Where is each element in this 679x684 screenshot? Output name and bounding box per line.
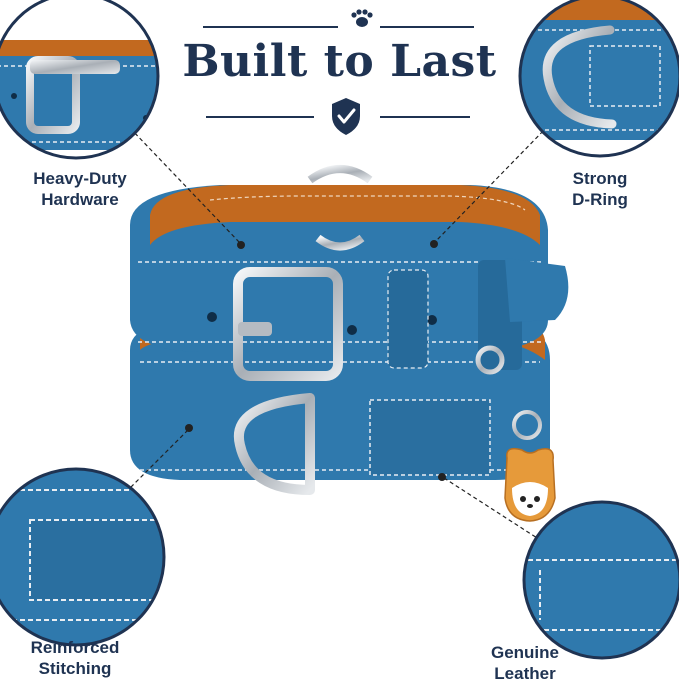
collar-top [130,185,569,370]
title-decoration [203,26,474,118]
dog-tag [504,447,556,522]
paw-icon [351,9,373,27]
feature-label-d-ring: Strong D-Ring [540,168,660,210]
feature-label-stitching: Reinforced Stitching [10,637,140,679]
feature-label-leather: Genuine Leather [470,642,580,684]
page-title: Built to Last [182,36,497,87]
d-ring [233,393,315,495]
buckle [233,267,343,381]
shield-check-icon [332,98,360,135]
stitching-zoom-circle [0,467,166,647]
d-ring-label-line1: Strong [572,169,628,188]
tag-ring [475,345,542,440]
feature-label-hardware: Heavy-Duty Hardware [10,168,150,210]
leather-zoom-circle [522,500,679,660]
top-d-ring [307,165,373,251]
d-ring-label-line2: D-Ring [572,190,628,209]
hardware-label-line2: Hardware [41,190,119,209]
d-ring-zoom-circle [518,0,679,158]
hardware-label-line1: Heavy-Duty [33,169,127,188]
leather-label-line1: Genuine [490,643,559,662]
leather-label-line2: Leather [494,664,556,683]
stitching-label-line2: Stitching [38,659,112,678]
hardware-zoom-circle [0,0,160,160]
stitching-label-line1: Reinforced [30,638,120,657]
